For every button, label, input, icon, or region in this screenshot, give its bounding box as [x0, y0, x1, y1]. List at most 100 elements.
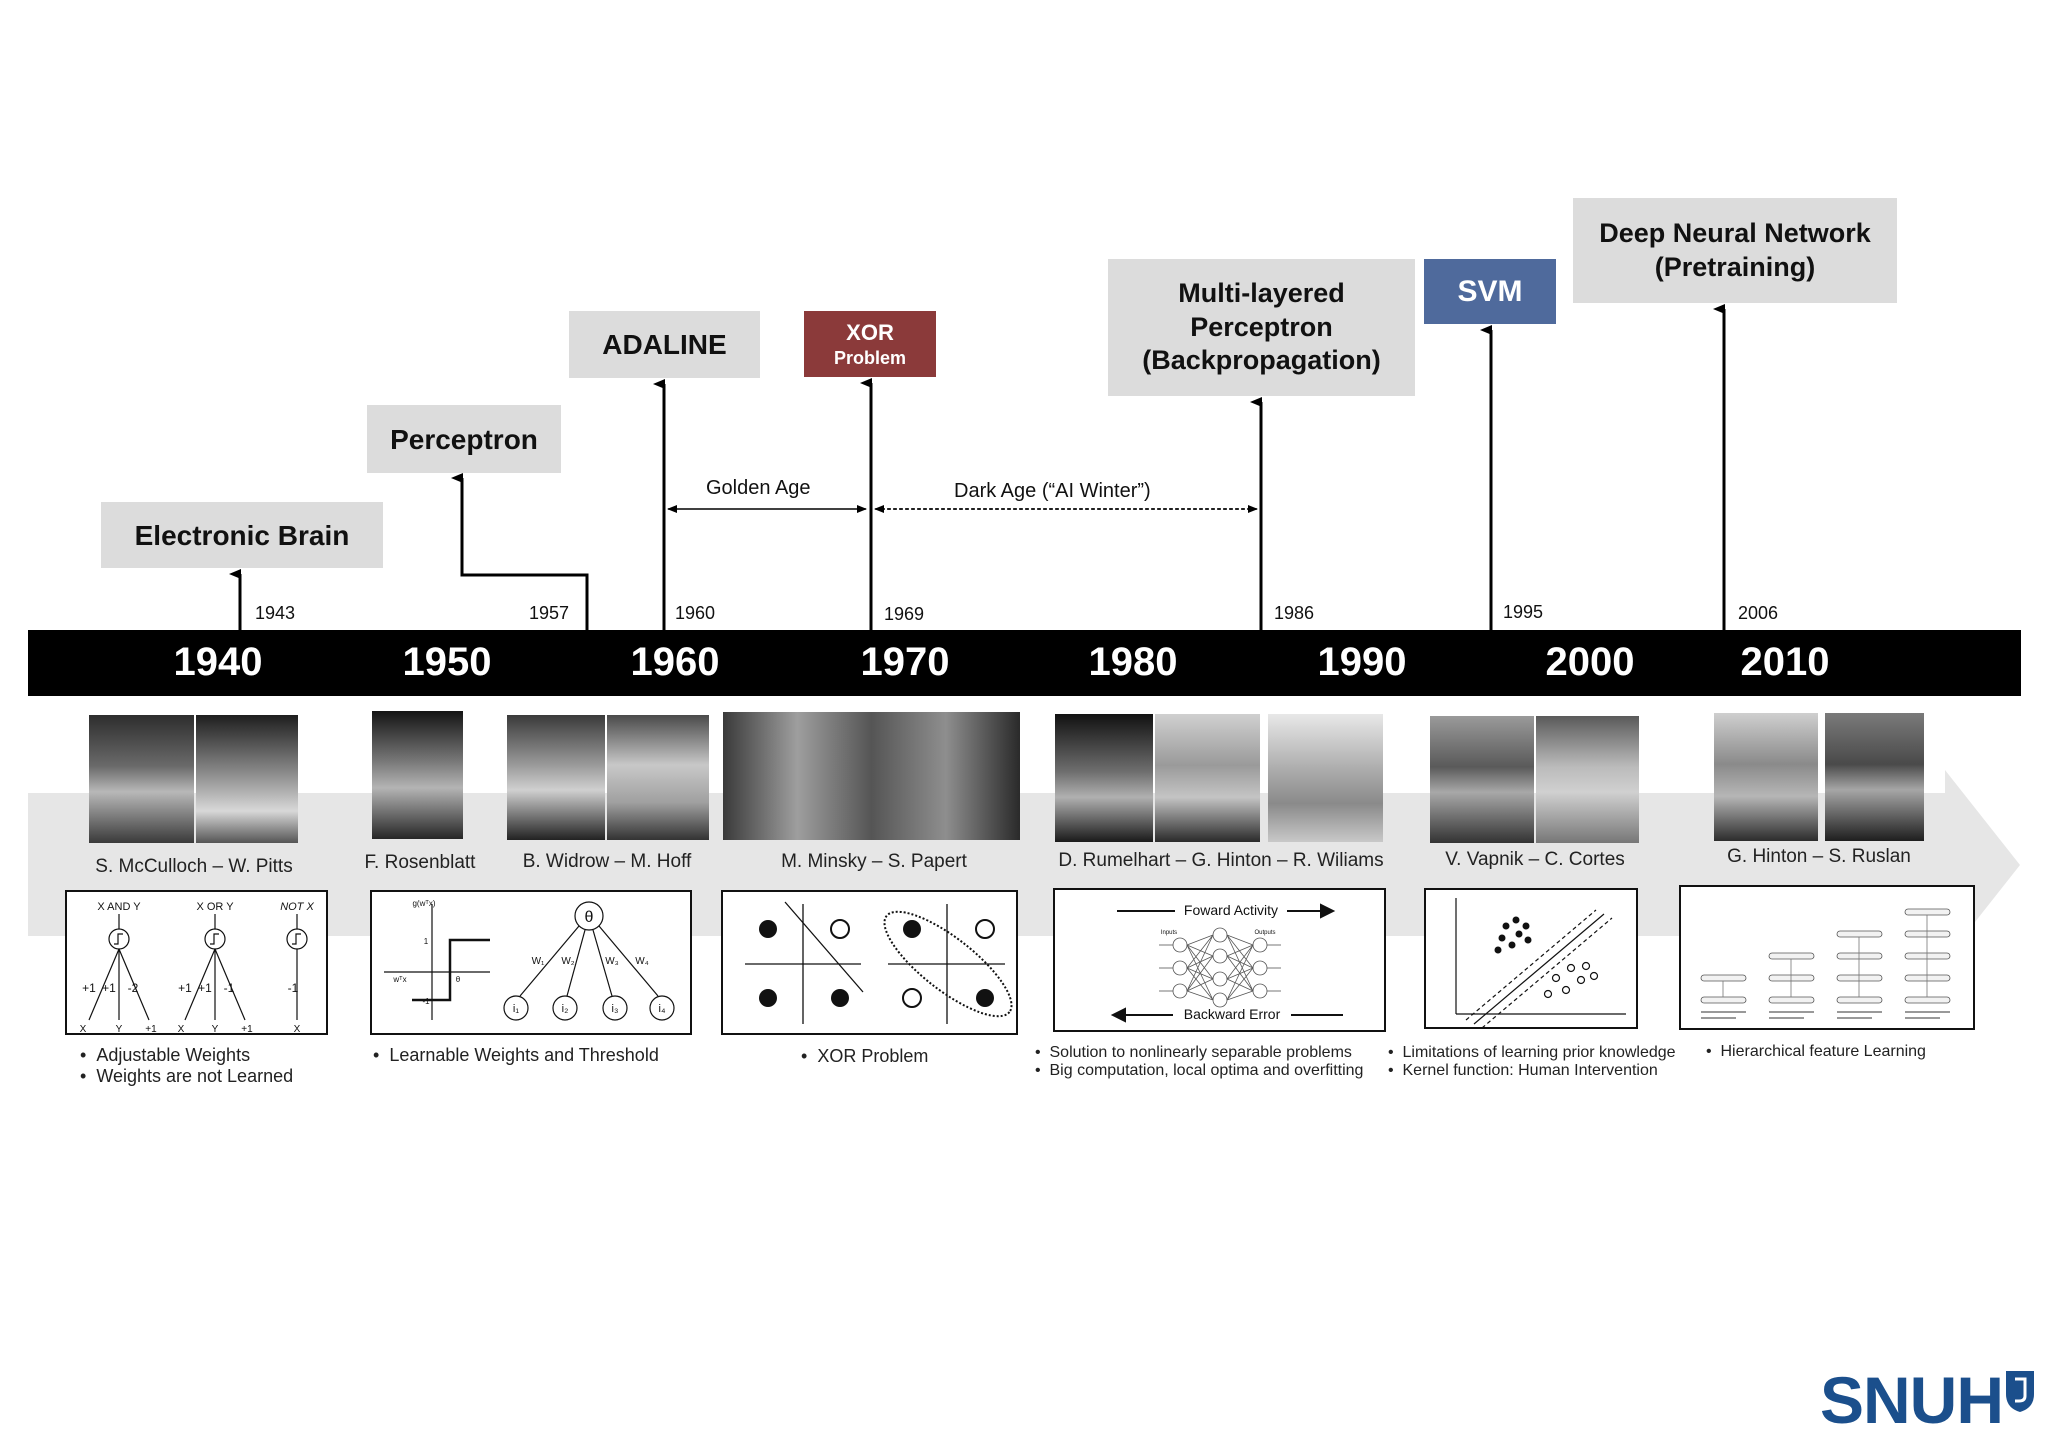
perceptron-i4: i₄ — [659, 1003, 666, 1015]
w-or-3: -1 — [224, 981, 235, 995]
year-1986: 1986 — [1274, 603, 1314, 624]
bullet-item: Solution to nonlinearly separable proble… — [1035, 1044, 1363, 1062]
perceptron-axis-w: wᵀx — [392, 975, 406, 984]
bullets-mcculloch: Adjustable Weights Weights are not Learn… — [80, 1045, 293, 1087]
label-not: NOT X — [280, 901, 314, 913]
perceptron-i1: i₁ — [513, 1003, 519, 1015]
year-1995: 1995 — [1503, 602, 1543, 623]
logic-gates-diagram: X AND Y X OR Y NOT X +1 +1 -2 +1 +1 -1 -… — [67, 892, 328, 1035]
w-or-2: +1 — [198, 981, 212, 995]
illustration-deep-belief-network — [1679, 885, 1975, 1030]
backprop-diagram: Foward Activity Backward Error Inputs Ou… — [1055, 890, 1386, 1032]
perceptron-i2: i₂ — [562, 1003, 569, 1015]
bullets-xor: XOR Problem — [801, 1046, 928, 1067]
dbn-diagram — [1681, 887, 1975, 1030]
perceptron-w1: W₁ — [532, 956, 545, 967]
portrait-rumelhart — [1055, 714, 1153, 842]
era-dark-age: Dark Age (“AI Winter”) — [954, 480, 1151, 503]
portrait-minsky-papert — [723, 712, 1020, 840]
people-rosenblatt: F. Rosenblatt — [365, 852, 476, 874]
backprop-inputs: Inputs — [1161, 930, 1177, 936]
people-rumelhart-hinton-williams: D. Rumelhart – G. Hinton – R. Wiliams — [1058, 850, 1383, 872]
portrait-mcculloch — [89, 715, 194, 843]
w-and-2: +1 — [102, 981, 116, 995]
people-mcculloch-pitts: S. McCulloch – W. Pitts — [95, 856, 292, 878]
milestone-arrows — [0, 0, 2048, 700]
backprop-forward: Foward Activity — [1184, 902, 1278, 918]
year-1943: 1943 — [255, 603, 295, 624]
illustration-xor — [721, 890, 1018, 1035]
snuh-shield-icon — [2003, 1368, 2037, 1414]
bullet-item: XOR Problem — [801, 1046, 928, 1067]
portrait-hoff — [607, 715, 709, 840]
perceptron-w3: W₃ — [605, 956, 619, 967]
bullets-rosenblatt: Learnable Weights and Threshold — [373, 1045, 659, 1066]
portrait-ruslan — [1825, 713, 1924, 841]
illustration-logic-gates: X AND Y X OR Y NOT X +1 +1 -2 +1 +1 -1 -… — [65, 890, 328, 1035]
perceptron-w4: W₄ — [635, 956, 649, 967]
portrait-cortes — [1536, 716, 1639, 843]
bullet-item: Kernel function: Human Intervention — [1388, 1062, 1676, 1080]
label-or: X OR Y — [196, 901, 234, 913]
decade-1950: 1950 — [403, 640, 492, 685]
bullet-item: Limitations of learning prior knowledge — [1388, 1044, 1676, 1062]
people-vapnik-cortes: V. Vapnik – C. Cortes — [1445, 849, 1625, 871]
decade-1990: 1990 — [1318, 640, 1407, 685]
snuh-logo: SNUH — [1820, 1362, 2003, 1438]
w-not-1: -1 — [288, 981, 299, 995]
perceptron-neg1: -1 — [422, 997, 430, 1006]
decade-1980: 1980 — [1089, 640, 1178, 685]
year-1957: 1957 — [529, 603, 569, 624]
people-hinton-ruslan: G. Hinton – S. Ruslan — [1727, 846, 1911, 868]
illustration-backprop: Foward Activity Backward Error Inputs Ou… — [1053, 888, 1386, 1032]
svm-diagram — [1426, 890, 1638, 1029]
portrait-hinton — [1155, 714, 1260, 842]
perceptron-i3: i₃ — [612, 1003, 619, 1015]
perceptron-one: 1 — [424, 937, 429, 946]
perceptron-diagram: g(wᵀx) 1 -1 wᵀx θ θ W₁ W₂ W₃ W₄ i₁ i₂ i₃… — [372, 892, 692, 1035]
portrait-widrow — [507, 715, 605, 840]
timeline-bar — [28, 630, 2021, 696]
year-1960: 1960 — [675, 603, 715, 624]
perceptron-w2: W₂ — [561, 956, 574, 967]
decade-2000: 2000 — [1546, 640, 1635, 685]
decade-2010: 2010 — [1741, 640, 1830, 685]
illustration-svm — [1424, 888, 1638, 1029]
bullets-backprop: Solution to nonlinearly separable proble… — [1035, 1044, 1363, 1080]
in-not-x: X — [294, 1024, 301, 1035]
illustration-perceptron: g(wᵀx) 1 -1 wᵀx θ θ W₁ W₂ W₃ W₄ i₁ i₂ i₃… — [370, 890, 692, 1035]
portrait-vapnik — [1430, 716, 1534, 843]
perceptron-axis-t: θ — [456, 975, 461, 984]
w-or-1: +1 — [178, 981, 192, 995]
people-minsky-papert: M. Minsky – S. Papert — [781, 851, 967, 873]
bullet-item: Hierarchical feature Learning — [1706, 1043, 1926, 1061]
people-widrow-hoff: B. Widrow – M. Hoff — [523, 851, 692, 873]
bullet-item: Adjustable Weights — [80, 1045, 293, 1066]
era-golden-age: Golden Age — [706, 477, 811, 500]
in-and-x: X — [80, 1024, 87, 1035]
bullet-item: Weights are not Learned — [80, 1066, 293, 1087]
portrait-pitts — [196, 715, 298, 843]
in-and-b: +1 — [145, 1024, 157, 1035]
xor-diagram — [723, 892, 1018, 1035]
in-or-b: +1 — [241, 1024, 253, 1035]
year-1969: 1969 — [884, 604, 924, 625]
in-and-y: Y — [116, 1024, 123, 1035]
perceptron-gx: g(wᵀx) — [412, 899, 435, 908]
decade-1940: 1940 — [174, 640, 263, 685]
portrait-williams — [1268, 714, 1383, 842]
portrait-hinton-2006 — [1714, 713, 1818, 841]
in-or-x: X — [178, 1024, 185, 1035]
label-and: X AND Y — [97, 901, 141, 913]
backprop-outputs: Outputs — [1254, 930, 1275, 936]
portrait-rosenblatt — [372, 711, 463, 839]
backprop-backward: Backward Error — [1184, 1006, 1281, 1022]
in-or-y: Y — [212, 1024, 219, 1035]
decade-1970: 1970 — [861, 640, 950, 685]
bullet-item: Learnable Weights and Threshold — [373, 1045, 659, 1066]
bullet-item: Big computation, local optima and overfi… — [1035, 1062, 1363, 1080]
bullets-dbn: Hierarchical feature Learning — [1706, 1043, 1926, 1061]
bullets-svm: Limitations of learning prior knowledge … — [1388, 1044, 1676, 1080]
snuh-logo-text: SNUH — [1820, 1363, 2003, 1437]
decade-1960: 1960 — [631, 640, 720, 685]
